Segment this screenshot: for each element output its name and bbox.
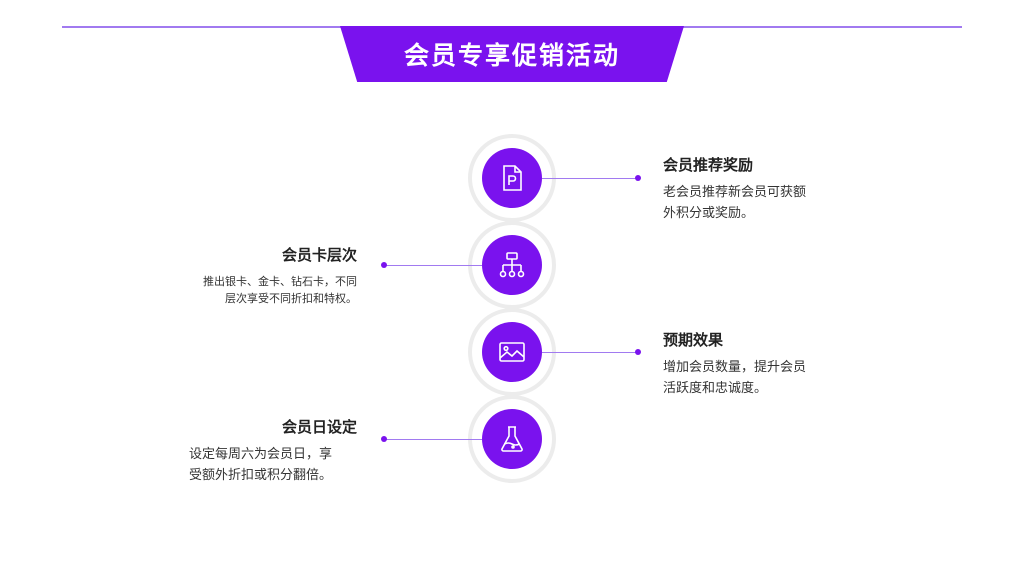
item-desc-1-line-2: 外积分或奖励。 (663, 206, 755, 221)
item-desc-2: 推出银卡、金卡、钻石卡，不同 层次享受不同折扣和特权。 (177, 273, 357, 307)
node-2 (482, 235, 542, 295)
item-desc-3-line-1: 增加会员数量，提升会员 (663, 360, 807, 375)
item-desc-4-line-1: 设定每周六为会员日，享 (189, 447, 333, 462)
node-4 (482, 409, 542, 469)
connector-3 (542, 352, 638, 353)
item-desc-1: 老会员推荐新会员可获额 外积分或奖励。 (663, 182, 835, 224)
connector-4 (385, 439, 482, 440)
flask-icon (501, 426, 523, 452)
item-desc-2-line-2: 层次享受不同折扣和特权。 (225, 292, 357, 305)
hierarchy-icon (499, 252, 525, 278)
item-title-4: 会员日设定 (281, 418, 357, 436)
item-desc-3: 增加会员数量，提升会员 活跃度和忠诚度。 (663, 357, 835, 399)
item-title-3: 预期效果 (663, 331, 724, 349)
item-title-2: 会员卡层次 (281, 246, 357, 264)
node-1 (482, 148, 542, 208)
connector-dot-2 (381, 262, 387, 268)
connector-dot-1 (635, 175, 641, 181)
item-desc-4: 设定每周六为会员日，享 受额外折扣或积分翻倍。 (189, 444, 361, 486)
connector-dot-4 (381, 436, 387, 442)
item-desc-4-line-2: 受额外折扣或积分翻倍。 (189, 468, 333, 483)
image-icon (499, 342, 525, 362)
item-title-1: 会员推荐奖励 (663, 156, 754, 174)
document-p-icon (503, 165, 522, 191)
item-desc-1-line-1: 老会员推荐新会员可获额 (663, 185, 807, 200)
page-title: 会员专享促销活动 (403, 41, 620, 70)
title-banner: 会员专享促销活动 (340, 26, 684, 82)
connector-1 (542, 178, 638, 179)
connector-dot-3 (635, 349, 641, 355)
item-desc-3-line-2: 活跃度和忠诚度。 (663, 381, 768, 396)
connector-2 (385, 265, 482, 266)
item-desc-2-line-1: 推出银卡、金卡、钻石卡，不同 (203, 275, 357, 288)
node-3 (482, 322, 542, 382)
